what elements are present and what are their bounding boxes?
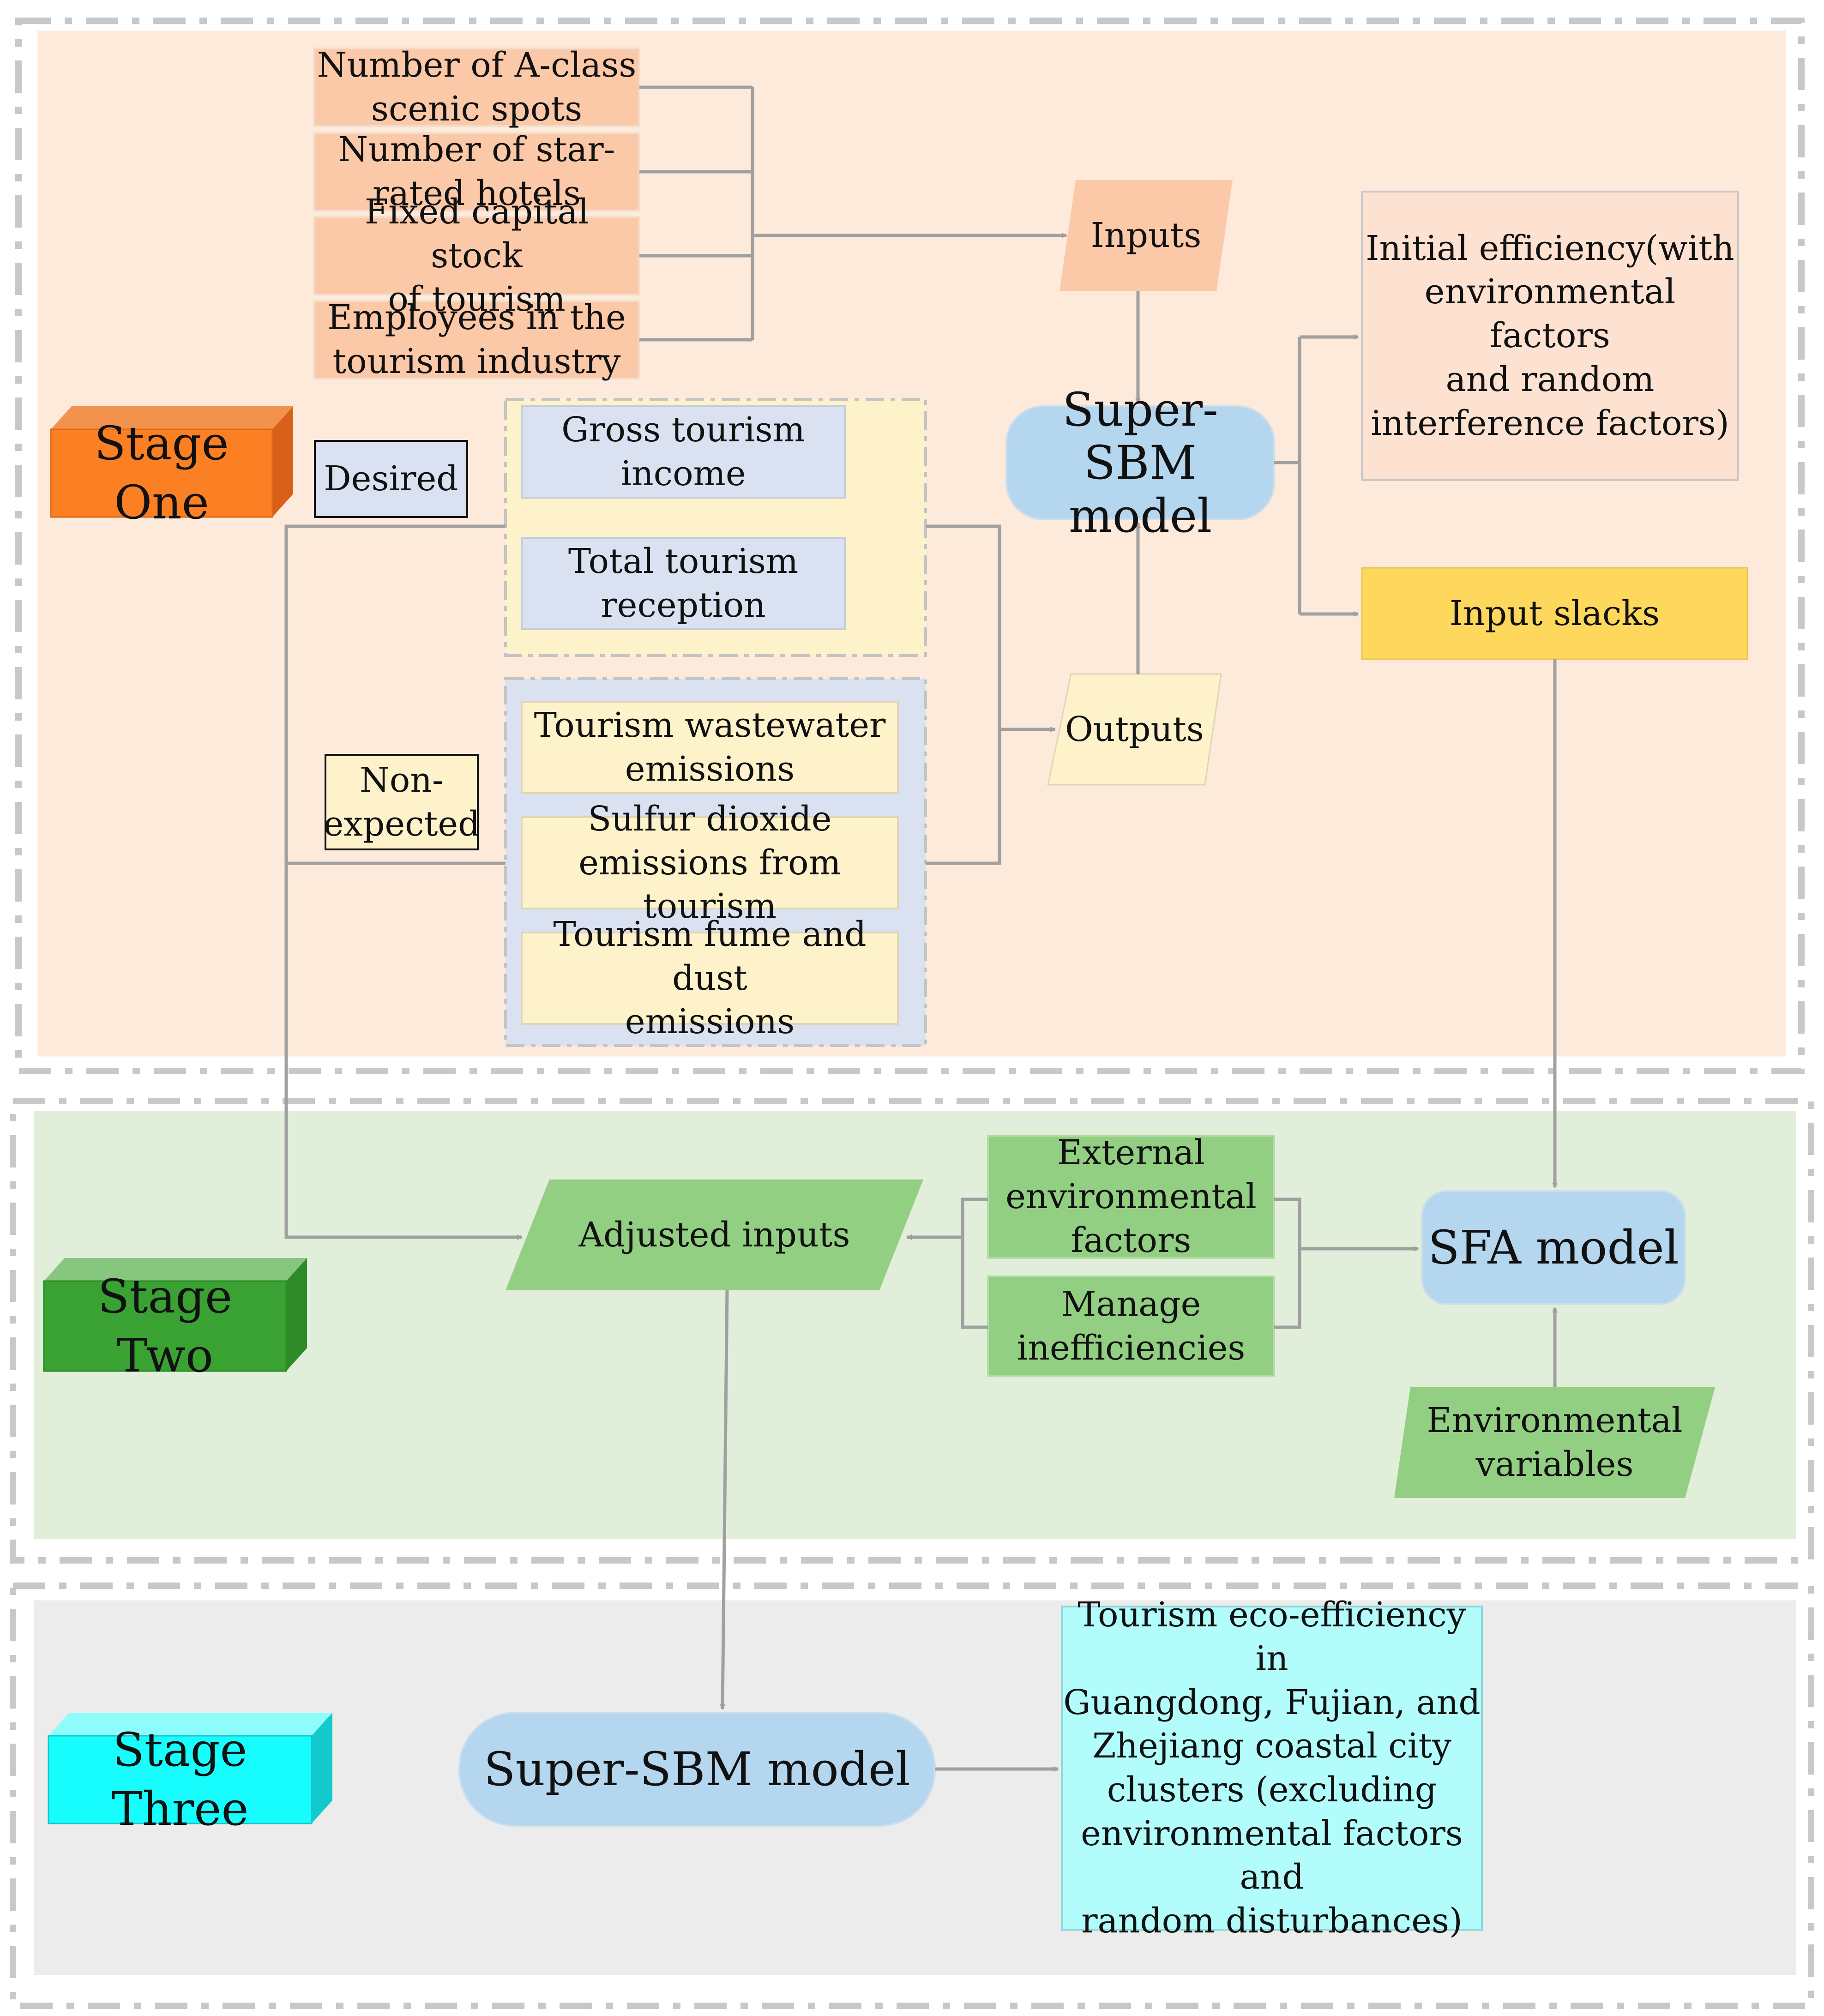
outputs-bracket: [926, 524, 1001, 865]
model-split-line: [1274, 337, 1301, 614]
desired-output-2: [521, 537, 846, 630]
desired-output-2-label: Total tourism reception: [568, 542, 799, 625]
stage-three-label: Stage Three: [111, 1723, 249, 1836]
result-shape: [1061, 1606, 1483, 1931]
stage-one-frame: [15, 18, 1805, 1074]
stage-three-frame: [10, 1583, 1814, 2009]
input-indicator-2: Number of star- rated hotels: [338, 130, 615, 213]
outputs-shape: [1047, 673, 1222, 786]
factors-right-bracket: [1274, 1198, 1301, 1329]
stage-two-frame: [10, 1098, 1814, 1564]
undesired-output-3-label: Tourism fume and dust emissions: [553, 914, 867, 1042]
input-box-2: [313, 132, 640, 211]
nonexpected-label-box: [325, 754, 479, 850]
stage-two-badge: [43, 1258, 307, 1372]
stage-one-label: Stage One: [94, 416, 229, 530]
input-box-1: [313, 48, 640, 127]
super-sbm-stage-three-label: Super-SBM model: [483, 1742, 911, 1796]
input-indicator-1: Number of A-class scenic spots: [317, 45, 637, 129]
stage-three-badge: [48, 1713, 332, 1824]
adjusted-inputs-label: Adjusted inputs: [578, 1215, 850, 1255]
undesired-output-2-label: Sulfur dioxide emissions from tourism: [578, 799, 841, 927]
super-sbm-stage-one-label: Super-SBM model: [1062, 383, 1218, 543]
environmental-variables-label: Environmental variables: [1427, 1401, 1683, 1484]
factors-left-bracket: [961, 1198, 988, 1329]
inputs-shape: [1059, 180, 1233, 291]
desired-label: Desired: [324, 459, 458, 499]
adjusted-to-stage-three-arrow: [720, 1290, 729, 1710]
input-slacks-shape: [1361, 567, 1748, 660]
initial-efficiency-shape: [1361, 191, 1739, 481]
input-box-4: [313, 300, 640, 379]
desired-label-box: [314, 440, 468, 518]
outputs-label: Outputs: [1065, 709, 1204, 749]
undesired-output-1: [521, 701, 899, 794]
stage-two-label: Stage Two: [97, 1269, 233, 1383]
environmental-variables-shape: [1394, 1387, 1715, 1498]
undesired-output-1-label: Tourism wastewater emissions: [534, 705, 886, 789]
input-box-3: [313, 216, 640, 295]
result-label: Tourism eco-efficiency in Guangdong, Fuj…: [1063, 1595, 1481, 1941]
inputs-label: Inputs: [1090, 215, 1202, 255]
manage-inefficiencies-label: Manage inefficiencies: [1017, 1284, 1246, 1368]
initial-efficiency-label: Initial efficiency(with environmental fa…: [1366, 228, 1734, 443]
desired-output-1-label: Gross tourism income: [561, 410, 805, 493]
stage-one-badge: [50, 406, 293, 518]
input-slacks-label: Input slacks: [1449, 593, 1660, 633]
desired-output-1: [521, 405, 846, 499]
input-indicator-3: Fixed capital stock of tourism: [365, 192, 589, 319]
undesired-output-3: [521, 932, 899, 1025]
input-indicator-4: Employees in the tourism industry: [327, 298, 626, 381]
nonexpected-label: Non- expected: [323, 760, 480, 844]
sfa-model-shape: [1421, 1190, 1686, 1305]
sfa-model-label: SFA model: [1428, 1220, 1679, 1275]
left-feed-line: [284, 524, 523, 1240]
undesired-output-2: [521, 816, 899, 909]
external-factors-label: External environmental factors: [1005, 1133, 1257, 1260]
adjusted-inputs-shape: [506, 1180, 923, 1290]
input-bracket: [639, 85, 754, 342]
external-factors-shape: [987, 1135, 1275, 1259]
